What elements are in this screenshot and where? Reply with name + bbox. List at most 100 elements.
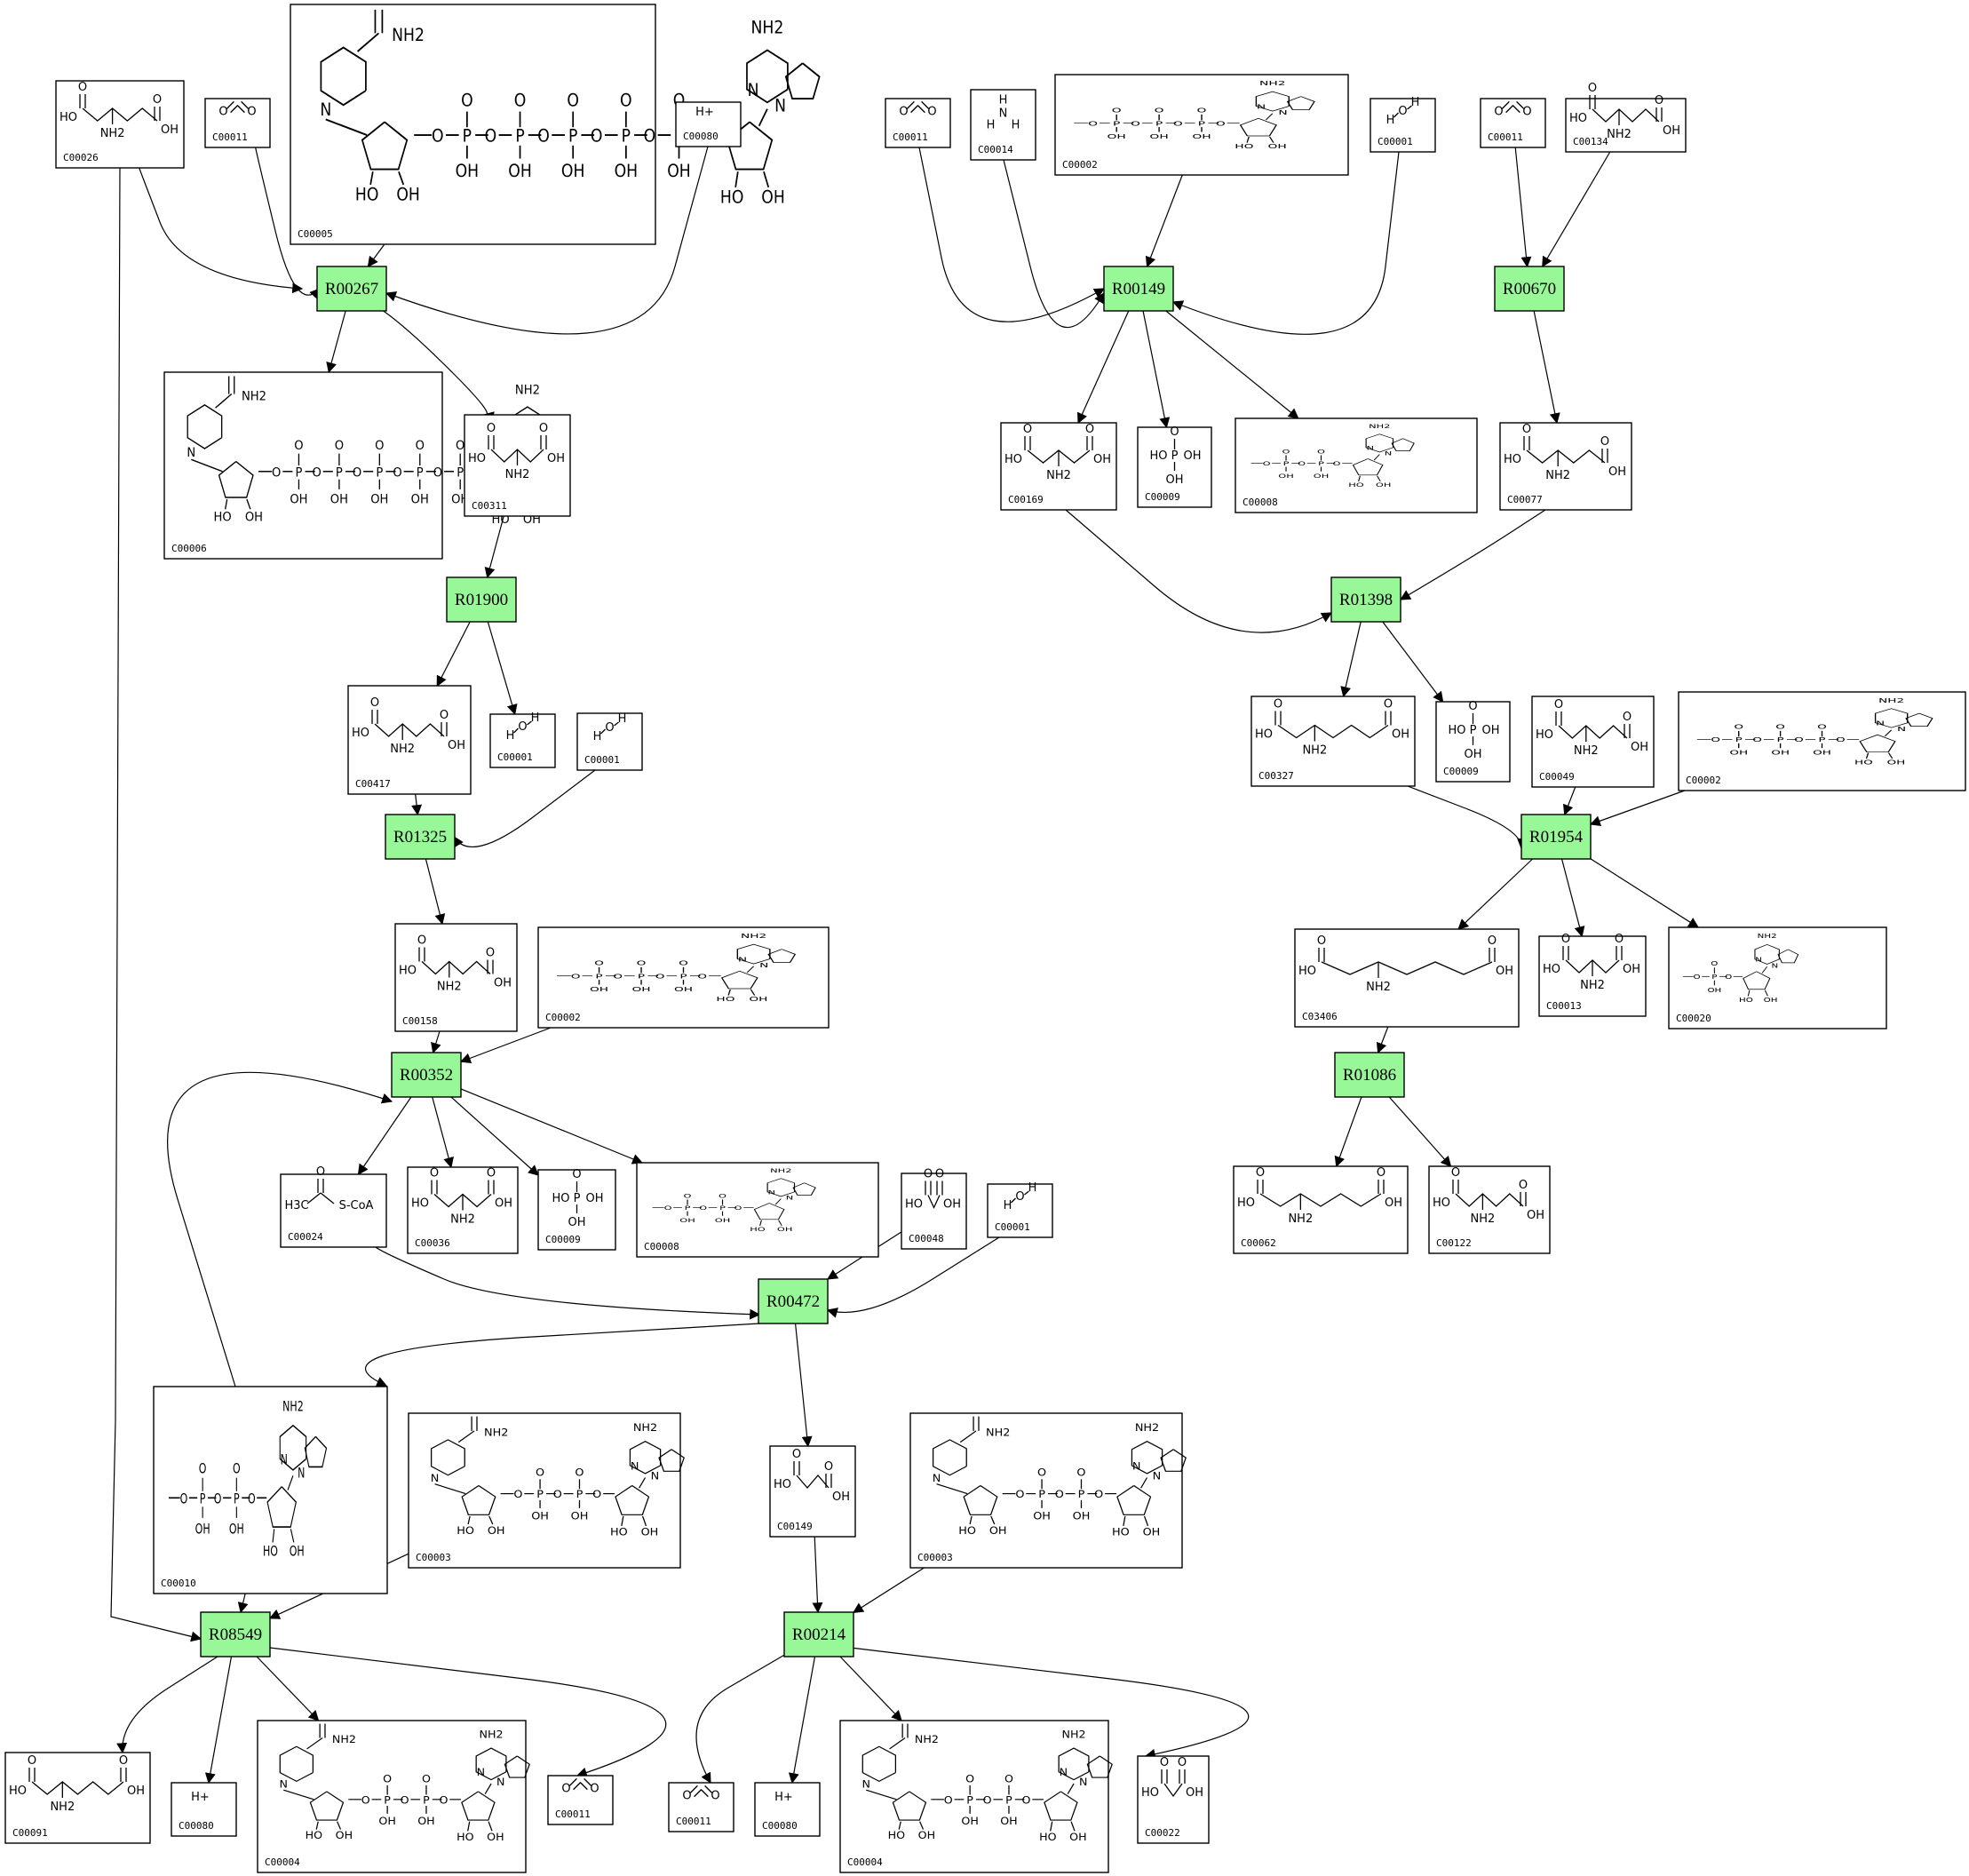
atom-label: O <box>792 1448 801 1461</box>
bond-line <box>921 100 930 109</box>
reaction-r08549[interactable]: R08549 <box>200 1611 271 1657</box>
bond-line <box>1407 105 1412 110</box>
compound-c00080c[interactable]: H+C00080 <box>754 1782 821 1837</box>
reaction-r01086[interactable]: R01086 <box>1334 1052 1405 1098</box>
atom-label: OH <box>1165 473 1183 487</box>
atom-label: O <box>247 106 256 119</box>
atom-label: O <box>935 1168 944 1181</box>
atom-label: OH <box>1314 473 1330 480</box>
atom-label: N <box>631 1460 639 1472</box>
atom-label: O <box>1021 1794 1030 1806</box>
reaction-r00149[interactable]: R00149 <box>1103 266 1174 312</box>
bond-line <box>759 1220 762 1226</box>
edge-c00010-to-r08549 <box>237 1593 249 1614</box>
bond-line <box>1761 966 1768 974</box>
bond-line <box>1321 961 1493 975</box>
atom-label: O <box>1817 723 1827 730</box>
compound-c00080b[interactable]: H+C00080 <box>171 1782 237 1837</box>
atom-label: O <box>1775 723 1785 730</box>
edge-c03406-to-r01086 <box>1376 1026 1389 1054</box>
reaction-r01325[interactable]: R01325 <box>385 814 456 860</box>
edge-c00169-to-r01398 <box>1065 509 1333 633</box>
compound-c00080a[interactable]: H+C00080 <box>675 101 742 147</box>
atom-label: O <box>734 1204 742 1212</box>
reaction-box <box>758 1278 829 1324</box>
bond-line <box>467 1515 471 1525</box>
atom-label: O <box>1522 423 1531 436</box>
compound-box <box>1294 928 1520 1028</box>
reaction-r00214[interactable]: R00214 <box>783 1611 854 1657</box>
atom-label: O <box>1178 1756 1187 1769</box>
edge-r01900-to-c00417 <box>436 621 471 688</box>
reaction-r00352[interactable]: R00352 <box>391 1052 462 1098</box>
bond-line <box>484 1783 492 1794</box>
atom-label: OH <box>1108 133 1126 140</box>
atom-label: HO <box>457 1832 473 1843</box>
atom-label: OH <box>448 739 465 752</box>
atom-label: NH2 <box>1878 696 1904 704</box>
bond-line <box>461 1791 496 1821</box>
atom-label: P <box>1711 974 1718 981</box>
atom-label: OH <box>1527 1209 1544 1222</box>
compound-c00005[interactable]: NH2NHOOHOPOOHOPOOHOPOOHOPOOHOPOOHOHOOHNH… <box>290 4 821 245</box>
atom-label: O <box>1488 934 1497 948</box>
compound-box <box>171 1782 237 1837</box>
atom-label: O <box>591 127 603 147</box>
reaction-r01398[interactable]: R01398 <box>1330 576 1401 623</box>
reaction-r00670[interactable]: R00670 <box>1494 266 1565 312</box>
atom-label: OH <box>1707 987 1721 994</box>
bond-line <box>1268 136 1274 143</box>
reaction-r00267[interactable]: R00267 <box>316 266 387 312</box>
compound-c00006[interactable]: NH2NHOOHOPOOHOPOOHOPOOHOPOOHOPOOHOHOOHNH… <box>163 371 568 560</box>
reaction-r00472[interactable]: R00472 <box>758 1278 829 1324</box>
reaction-r01954[interactable]: R01954 <box>1520 814 1592 860</box>
bond-line <box>689 1785 698 1793</box>
atom-label: P <box>1078 1489 1085 1500</box>
bond-line <box>315 1821 319 1830</box>
reaction-r01900[interactable]: R01900 <box>446 576 517 623</box>
